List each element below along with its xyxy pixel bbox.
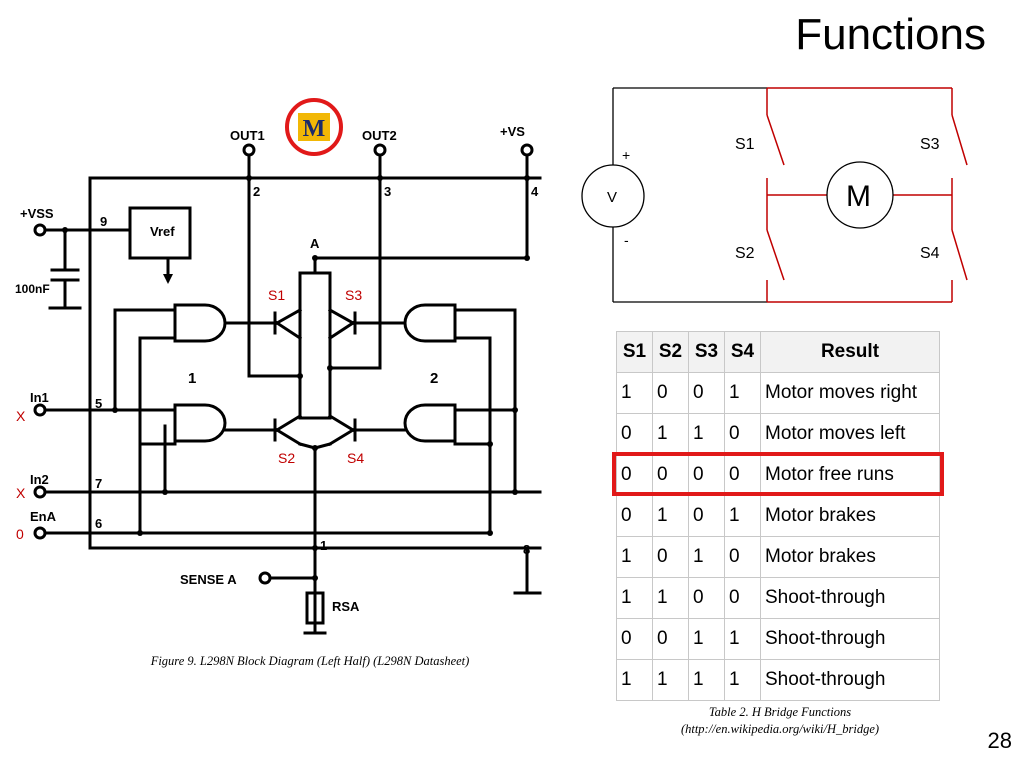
table-row: 1 0 0 1 Motor moves right [616,372,940,414]
in2-label: In2 [30,472,49,487]
h-bridge-diagram: V + - M S1 S3 S2 S4 [581,87,968,303]
table-cell: 0 [652,372,689,414]
table-cell: Motor brakes [760,536,940,578]
hbridge-switch-s2: S2 [735,245,755,262]
pin-number: 3 [384,184,391,199]
logo-letter: M [303,116,326,142]
pin-number: 9 [100,214,107,229]
table-cell: 1 [724,495,761,537]
table-cell: 0 [616,413,653,455]
table-caption: Table 2. H Bridge Functions (http://en.w… [612,704,948,738]
table-cell: 0 [688,372,725,414]
source-minus: - [624,232,629,248]
table-cell: 0 [652,618,689,660]
hbridge-switch-s4: S4 [920,245,940,262]
switch-label-s2: S2 [278,450,295,466]
figure-caption: Figure 9. L298N Block Diagram (Left Half… [150,654,470,668]
table-cell: 1 [688,536,725,578]
sense-label: SENSE A [180,572,237,587]
column-header: S1 [616,331,653,373]
table-cell: Motor brakes [760,495,940,537]
table-caption-source: (http://en.wikipedia.org/wiki/H_bridge) [680,722,880,736]
pin-number: 7 [95,476,102,491]
vs-label: +VS [500,124,525,139]
table-caption-title: Table 2. H Bridge Functions [708,705,852,719]
in1-value: X [16,408,26,424]
table-cell: 1 [724,659,761,701]
table-cell: 1 [616,536,653,578]
pin-number: 6 [95,516,102,531]
table-cell: 1 [616,577,653,619]
table-cell: 1 [688,659,725,701]
ena-label: EnA [30,509,57,524]
table-cell: Shoot-through [760,577,940,619]
pin-number: 5 [95,396,102,411]
table-row: 0 0 1 1 Shoot-through [616,618,940,660]
table-cell: 0 [724,536,761,578]
table-row: 0 1 0 1 Motor brakes [616,495,940,537]
table-cell: 0 [724,577,761,619]
motor-label: M [846,180,871,213]
column-header: S4 [724,331,761,373]
table-cell: 1 [652,659,689,701]
out2-label: OUT2 [362,128,397,143]
table-cell: 1 [724,618,761,660]
bridge-label-1: 1 [188,370,196,387]
pin-number: 8 [523,542,530,557]
table-cell: Motor moves left [760,413,940,455]
source-label: V [607,189,617,206]
rsa-label: RSA [332,599,360,614]
pin-number: 2 [253,184,260,199]
bridge-label-2: 2 [430,370,438,387]
highlight-box [612,452,944,496]
in1-label: In1 [30,390,49,405]
table-cell: 0 [616,618,653,660]
table-cell: 0 [616,495,653,537]
pin-number: 4 [531,184,539,199]
table-cell: 1 [616,659,653,701]
table-cell: 1 [616,372,653,414]
out1-label: OUT1 [230,128,265,143]
table-row: 1 1 0 0 Shoot-through [616,577,940,619]
table-cell: 1 [652,413,689,455]
page-number: 28 [987,728,1012,753]
table-cell: 0 [724,413,761,455]
hbridge-switch-s3: S3 [920,136,940,153]
switch-label-s3: S3 [345,287,362,303]
column-header: Result [760,331,940,373]
l298n-block-diagram: OUT1 OUT2 +VS +VSS 100nF Vref A In1 In2 … [15,98,542,635]
pin-number: 1 [320,538,327,553]
switch-label-s4: S4 [347,450,364,466]
table-cell: 1 [688,618,725,660]
ena-value: 0 [16,526,24,542]
vref-label: Vref [150,224,175,239]
cap-label: 100nF [15,282,50,296]
table-cell: 0 [688,495,725,537]
table-cell: 0 [688,577,725,619]
table-cell: Motor moves right [760,372,940,414]
table-row: 1 1 1 1 Shoot-through [616,659,940,701]
hbridge-switch-s1: S1 [735,136,755,153]
in2-value: X [16,485,26,501]
table-row: 1 0 1 0 Motor brakes [616,536,940,578]
slide-title: Functions [795,10,986,59]
node-a-label: A [310,236,320,251]
table-cell: 1 [724,372,761,414]
switch-label-s1: S1 [268,287,285,303]
table-cell: Shoot-through [760,659,940,701]
hbridge-function-table: S1 S2 S3 S4 Result 1 0 0 1 Motor moves r… [616,331,940,701]
table-cell: 1 [652,495,689,537]
column-header: S2 [652,331,689,373]
column-header: S3 [688,331,725,373]
table-cell: Shoot-through [760,618,940,660]
source-plus: + [622,147,630,163]
vss-label: +VSS [20,206,54,221]
table-header-row: S1 S2 S3 S4 Result [616,331,940,373]
logo-icon: M [285,98,343,156]
table-row: 0 1 1 0 Motor moves left [616,413,940,455]
table-cell: 1 [688,413,725,455]
table-cell: 1 [652,577,689,619]
table-cell: 0 [652,536,689,578]
